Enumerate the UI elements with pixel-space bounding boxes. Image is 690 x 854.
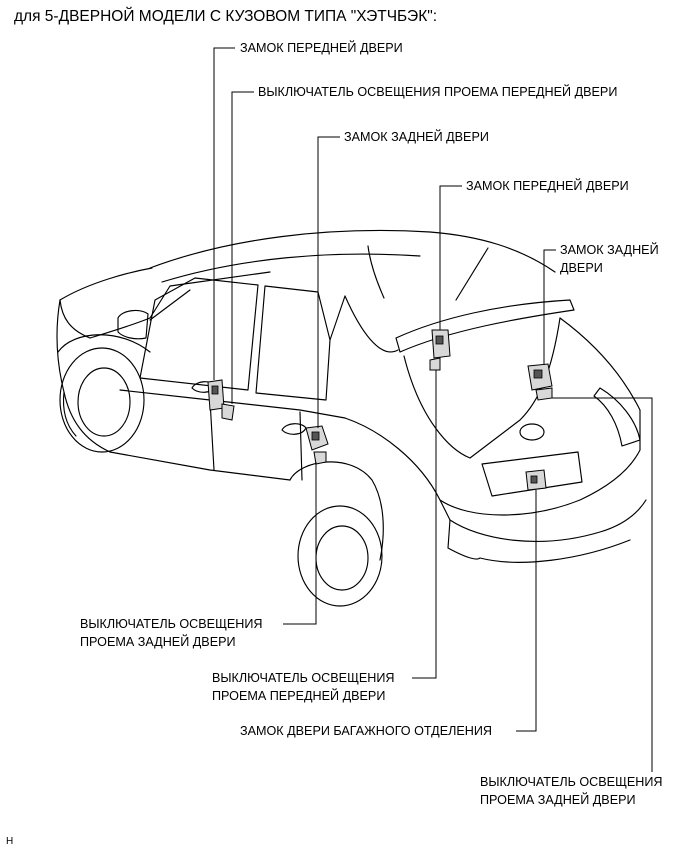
label-front-door-courtesy-switch-left: ВЫКЛЮЧАТЕЛЬ ОСВЕЩЕНИЯ ПРОЕМА ПЕРЕДНЕЙ ДВ… <box>258 85 618 99</box>
label-front-door-courtesy-switch-right-line1: ВЫКЛЮЧАТЕЛЬ ОСВЕЩЕНИЯ <box>212 671 395 685</box>
figure-code: H <box>6 836 14 847</box>
label-rear-door-lock-right: ЗАМОК ЗАДНЕЙ ДВЕРИ <box>560 241 659 277</box>
front-door-lock-right-part <box>431 329 451 359</box>
car-outline <box>56 229 647 607</box>
label-rear-door-lock-right-line2: ДВЕРИ <box>560 261 603 275</box>
label-rear-door-lock-left: ЗАМОК ЗАДНЕЙ ДВЕРИ <box>344 130 489 144</box>
rear-door-courtesy-switch-left-part <box>313 451 327 465</box>
label-front-door-courtesy-switch-right: ВЫКЛЮЧАТЕЛЬ ОСВЕЩЕНИЯ ПРОЕМА ПЕРЕДНЕЙ ДВ… <box>212 669 395 705</box>
rear-door-courtesy-switch-right-part <box>535 387 553 401</box>
rear-door-lock-left-part <box>305 425 329 451</box>
label-front-door-courtesy-switch-right-line2: ПРОЕМА ПЕРЕДНЕЙ ДВЕРИ <box>212 689 386 703</box>
label-back-door-lock: ЗАМОК ДВЕРИ БАГАЖНОГО ОТДЕЛЕНИЯ <box>240 724 493 738</box>
diagram-heading: для 5-ДВЕРНОЙ МОДЕЛИ С КУЗОВОМ ТИПА "ХЭТ… <box>14 8 438 25</box>
label-rear-door-courtesy-switch-right: ВЫКЛЮЧАТЕЛЬ ОСВЕЩЕНИЯ ПРОЕМА ЗАДНЕЙ ДВЕР… <box>480 773 663 809</box>
label-rear-door-courtesy-switch-left: ВЫКЛЮЧАТЕЛЬ ОСВЕЩЕНИЯ ПРОЕМА ЗАДНЕЙ ДВЕР… <box>80 615 263 651</box>
label-rear-door-courtesy-switch-left-line2: ПРОЕМА ЗАДНЕЙ ДВЕРИ <box>80 635 236 649</box>
rear-door-lock-right-part <box>527 363 553 391</box>
label-rear-door-courtesy-switch-left-line1: ВЫКЛЮЧАТЕЛЬ ОСВЕЩЕНИЯ <box>80 617 263 631</box>
label-rear-door-courtesy-switch-right-line1: ВЫКЛЮЧАТЕЛЬ ОСВЕЩЕНИЯ <box>480 775 663 789</box>
back-door-lock-part <box>525 469 547 491</box>
label-front-door-lock-left: ЗАМОК ПЕРЕДНЕЙ ДВЕРИ <box>240 41 403 55</box>
front-door-courtesy-switch-left-part <box>221 403 235 421</box>
leader-lines <box>213 47 653 772</box>
front-door-courtesy-switch-right-part <box>429 357 441 371</box>
label-rear-door-lock-right-line1: ЗАМОК ЗАДНЕЙ <box>560 243 659 257</box>
label-front-door-lock-right: ЗАМОК ПЕРЕДНЕЙ ДВЕРИ <box>466 179 629 193</box>
label-rear-door-courtesy-switch-right-line2: ПРОЕМА ЗАДНЕЙ ДВЕРИ <box>480 793 636 807</box>
